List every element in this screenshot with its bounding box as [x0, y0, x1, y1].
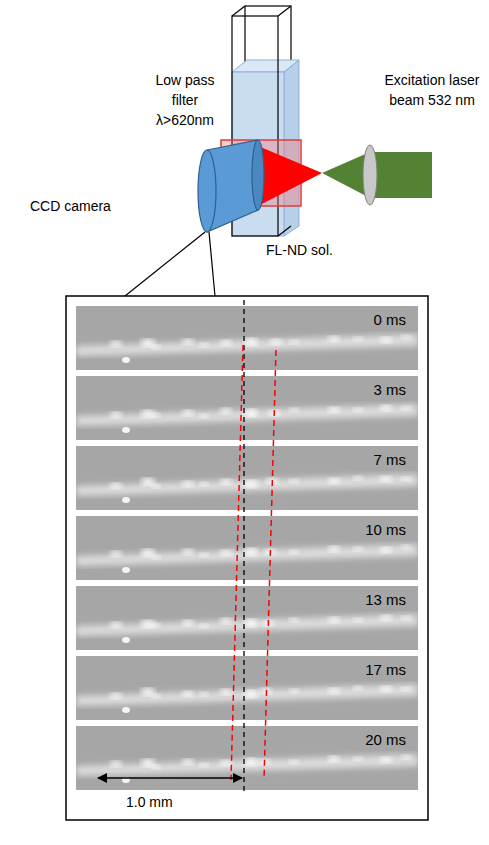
lens [363, 145, 377, 205]
scale-arrow [98, 777, 242, 778]
fluorescence-streak [76, 376, 418, 440]
video-frame: 10 ms [76, 516, 418, 580]
leader-line [125, 232, 205, 296]
time-label: 17 ms [365, 661, 406, 679]
time-label: 7 ms [373, 451, 406, 469]
track-line [264, 350, 276, 780]
emission-cone [258, 146, 322, 206]
fluorescence-streak [76, 306, 418, 370]
filter-label: Low pass filter λ>620nm [143, 70, 227, 130]
camera-label: CCD camera [30, 196, 111, 216]
reference-line [243, 300, 244, 792]
video-frame: 7 ms [76, 446, 418, 510]
solution-label: FL-ND sol. [266, 240, 333, 260]
panel-box [66, 296, 428, 820]
scale-label: 1.0 mm [126, 792, 173, 812]
laser-label: Excitation laser beam 532 nm [384, 70, 480, 110]
time-label: 13 ms [365, 591, 406, 609]
fluorescence-streak [76, 446, 418, 510]
video-frame: 20 ms [76, 726, 418, 790]
video-frame: 17 ms [76, 656, 418, 720]
video-frame: 3 ms [76, 376, 418, 440]
laser-beam [370, 152, 432, 198]
time-label: 20 ms [365, 731, 406, 749]
time-label: 10 ms [365, 521, 406, 539]
time-label: 0 ms [373, 311, 406, 329]
leader-line [209, 232, 215, 296]
time-label: 3 ms [373, 381, 406, 399]
video-frame: 13 ms [76, 586, 418, 650]
track-line [231, 345, 243, 780]
camera-lens [252, 140, 264, 210]
camera-body [198, 150, 216, 232]
video-frame: 0 ms [76, 306, 418, 370]
